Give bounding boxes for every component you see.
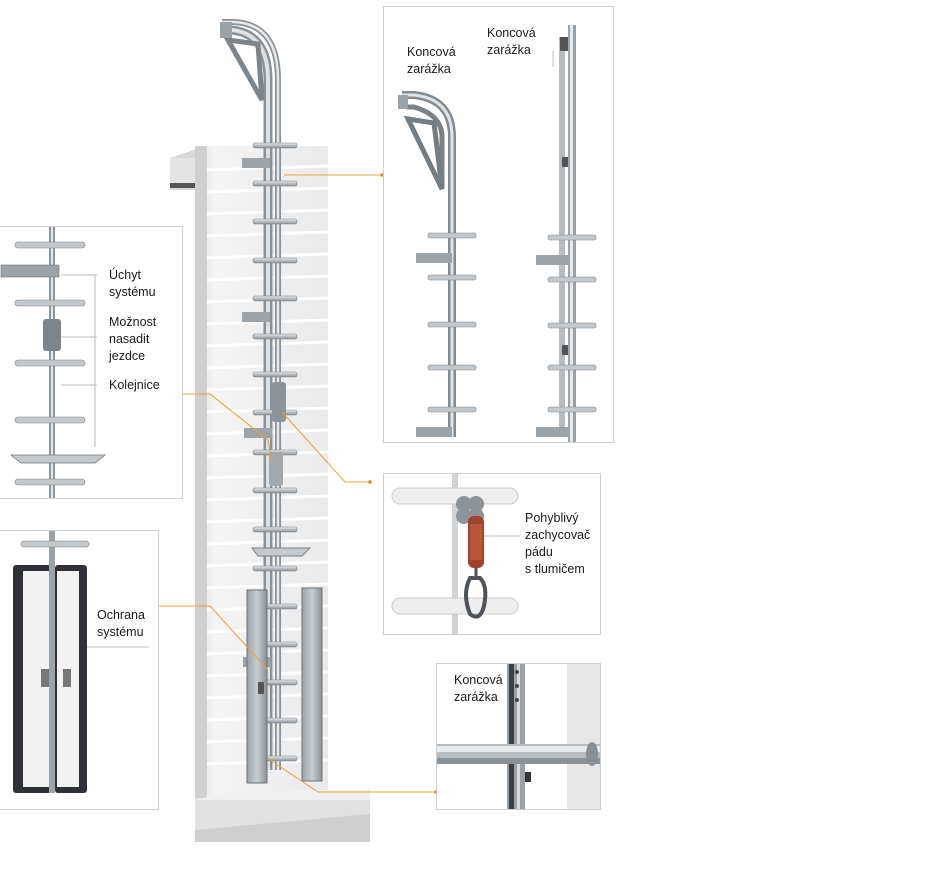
protection-covers [246,587,323,784]
label-end-stop-left: Koncová zarážka [407,45,456,76]
label-fall-arrester: Pohyblivý zachycovač pádu s tlumičem [525,511,591,576]
bracket-detail-panel: Úchyt systému Možnost nasadit jezdce Kol… [0,226,183,499]
label-rail: Kolejnice [109,378,160,392]
bracket-detail-drawing [0,227,107,498]
end-stop-detail-panel: Koncová zarážka Koncová zarážka [383,6,614,443]
label-slider-option: Možnost nasadit jezdce [109,315,157,363]
end-stop-detail-drawing [398,25,597,442]
protection-detail-drawing [13,531,149,793]
rest-platform [251,547,312,557]
label-bottom-end-stop: Koncová zarážka [454,673,503,704]
label-protection: Ochrana systému [97,608,145,639]
bottom-end-stop-detail-panel: Koncová zarážka [436,663,601,810]
fall-arrester-detail-panel: Pohyblivý zachycovač pádu s tlumičem [383,473,601,635]
fall-arrester-detail-drawing [391,474,520,634]
top-curve-end [220,19,281,770]
label-end-stop-right: Koncová zarážka [487,26,536,57]
label-bracket: Úchyt systému [109,268,156,299]
bottom-end-stop-detail-drawing [437,664,600,809]
leader-lines [148,174,436,793]
protection-detail-panel: Ochrana systému [0,530,159,810]
